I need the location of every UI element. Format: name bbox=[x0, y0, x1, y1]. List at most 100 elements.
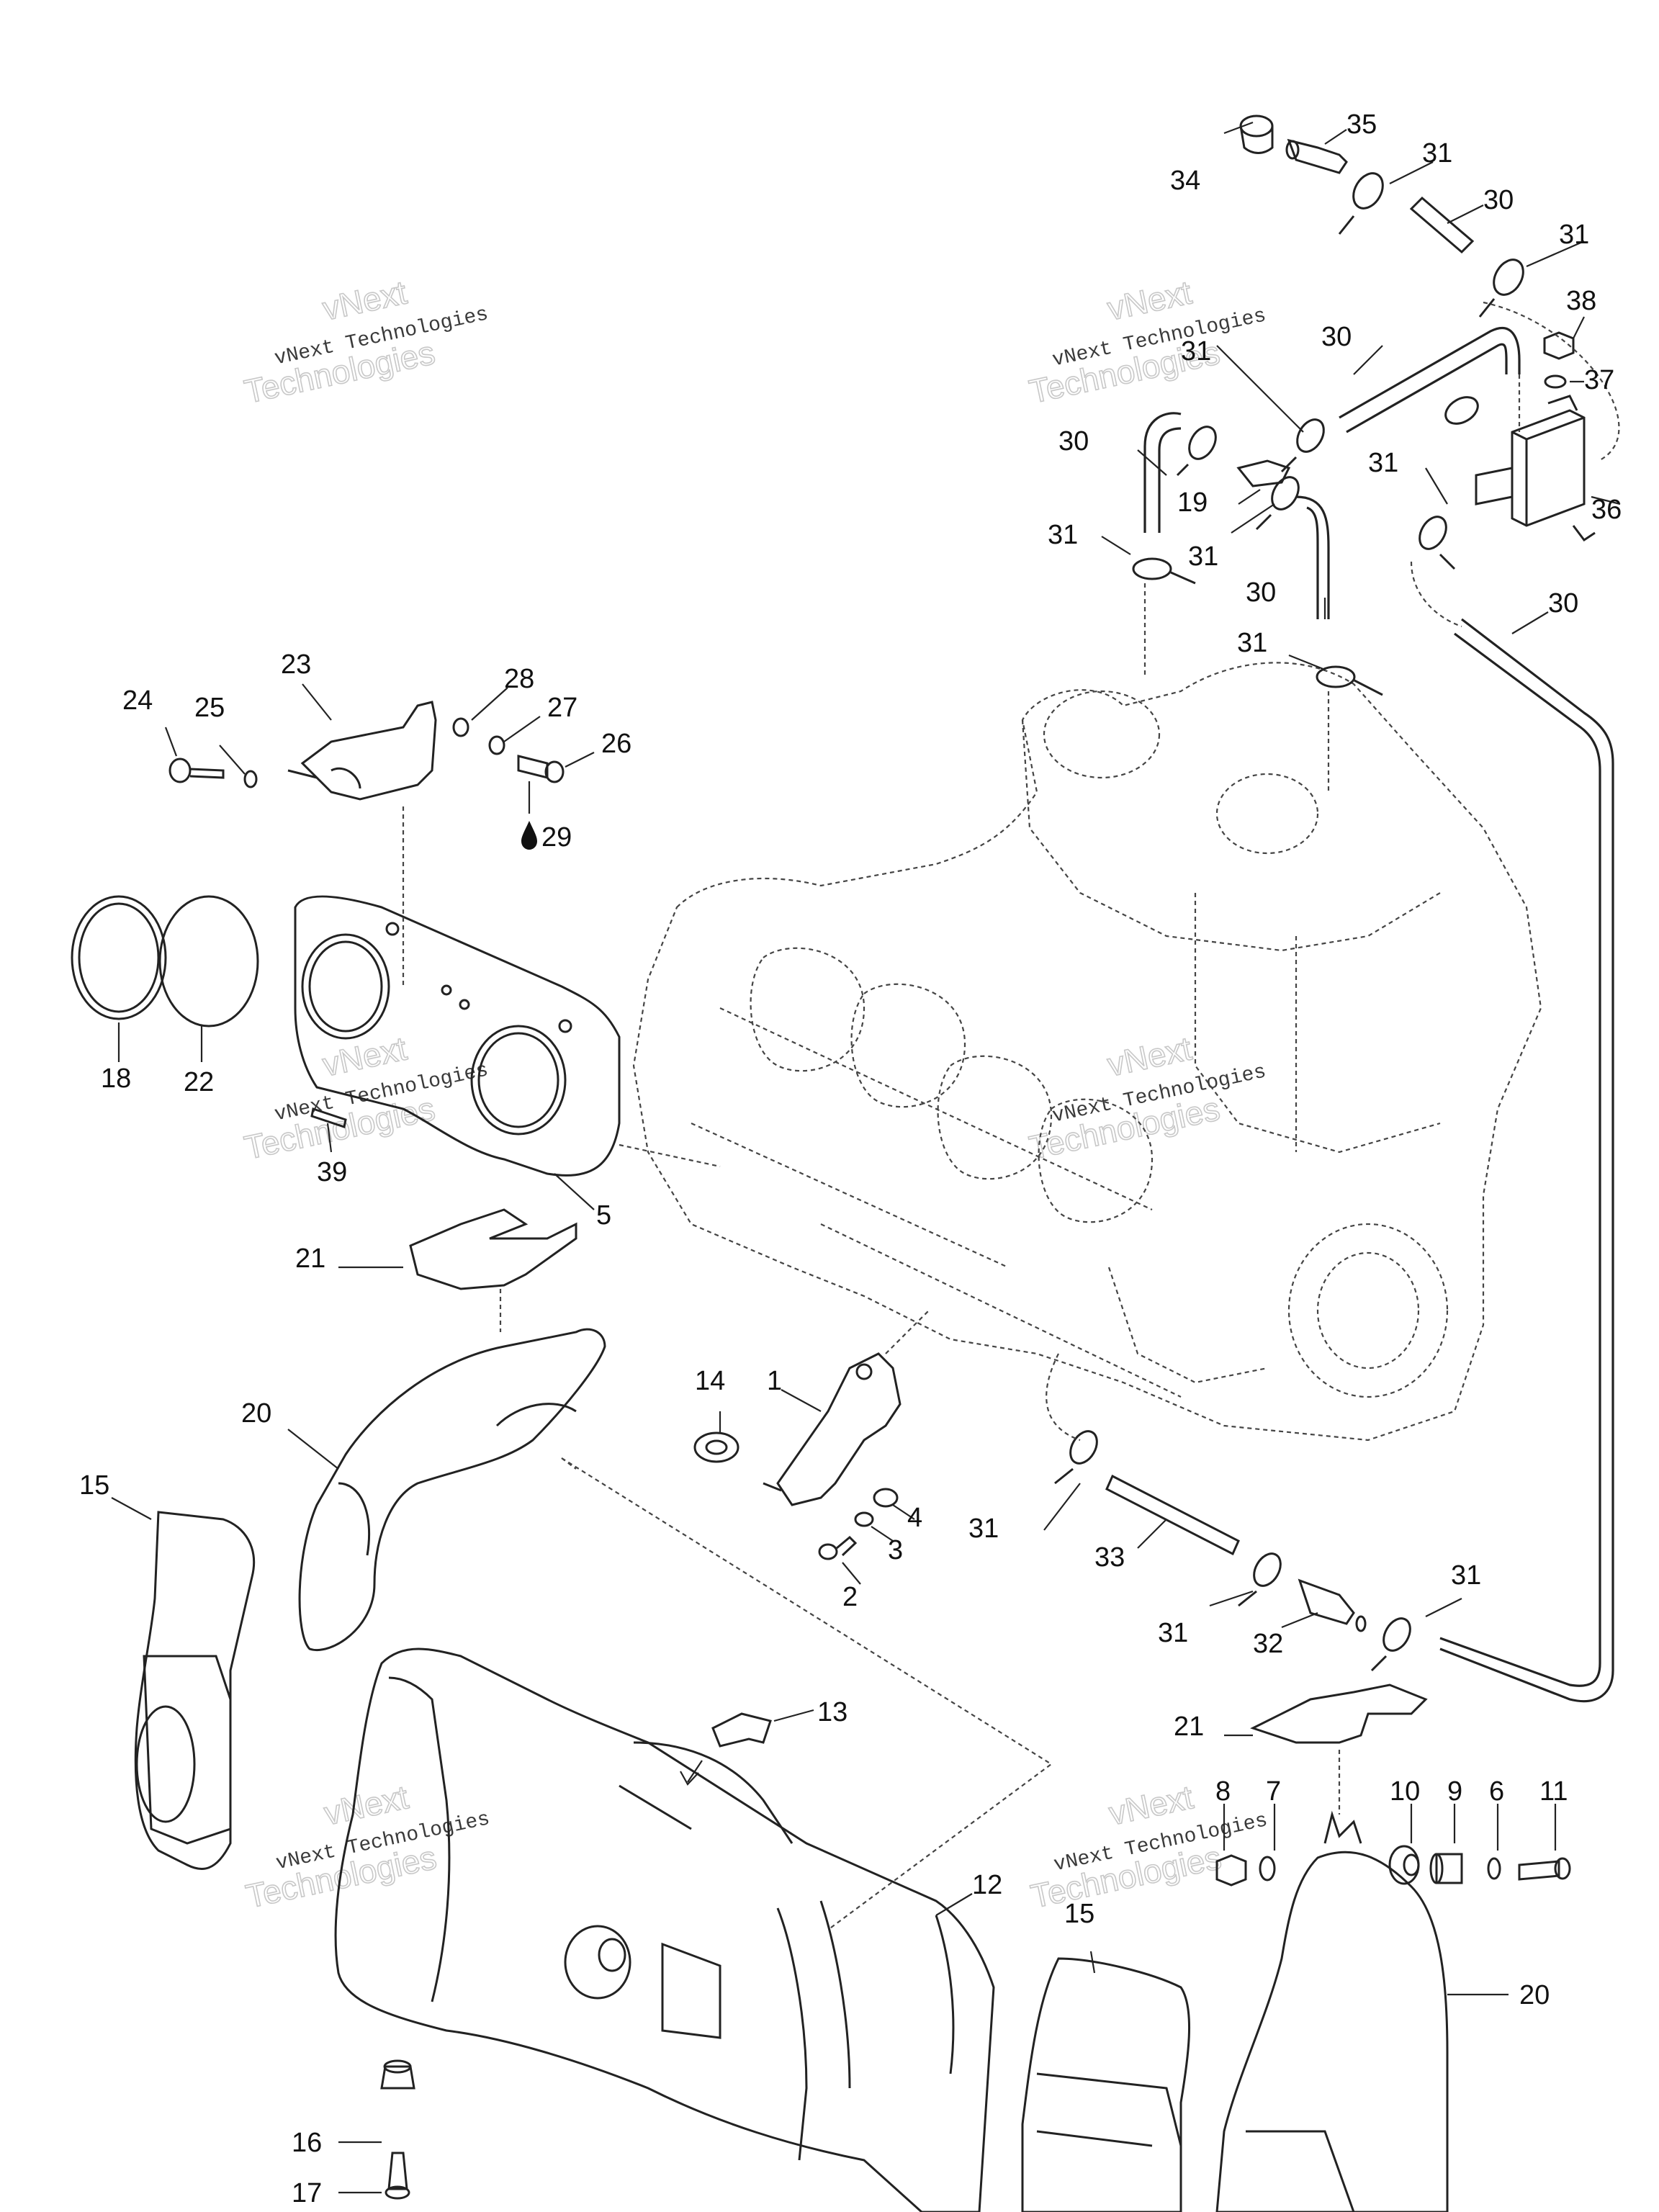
callout-24: 24 bbox=[122, 685, 153, 716]
leader-lines bbox=[111, 121, 1621, 2194]
washer-3 bbox=[854, 1511, 874, 1527]
intake-silencer-12 bbox=[334, 1647, 995, 2212]
clamp-31 bbox=[1255, 476, 1300, 531]
arrow-13 bbox=[680, 1760, 703, 1786]
callout-5: 5 bbox=[596, 1200, 611, 1231]
callout-20: 20 bbox=[241, 1398, 271, 1429]
hose-30-top bbox=[1409, 196, 1475, 254]
vent-hose-assembly bbox=[1132, 114, 1620, 1703]
hose-30-right bbox=[1295, 495, 1330, 619]
callout-30: 30 bbox=[1548, 588, 1578, 619]
callout-3: 3 bbox=[888, 1535, 903, 1565]
clamp-31 bbox=[1054, 1430, 1098, 1485]
callout-30: 30 bbox=[1483, 185, 1514, 215]
callout-32: 32 bbox=[1253, 1629, 1283, 1659]
connector-19 bbox=[1236, 459, 1291, 487]
callout-9: 9 bbox=[1447, 1776, 1462, 1807]
washer-7 bbox=[1259, 1856, 1276, 1881]
fitting-35 bbox=[1285, 138, 1348, 174]
connection-line bbox=[619, 1143, 721, 1168]
callout-18: 18 bbox=[101, 1064, 131, 1094]
watermark-top-right: vNext Technologies vNext Technologies bbox=[1025, 273, 1268, 411]
nut-38 bbox=[1543, 331, 1575, 360]
duct-15-right bbox=[1021, 1957, 1190, 2212]
ring-18 bbox=[71, 895, 167, 1020]
clamp-31 bbox=[1280, 418, 1325, 473]
fitting-16 bbox=[380, 2059, 415, 2090]
callout-31: 31 bbox=[968, 1514, 999, 1544]
callout-35: 35 bbox=[1346, 109, 1377, 140]
bolt-2 bbox=[818, 1535, 858, 1560]
callout-30: 30 bbox=[1058, 426, 1089, 457]
engine-outline bbox=[632, 662, 1542, 1442]
callout-1: 1 bbox=[767, 1366, 782, 1396]
callout-27: 27 bbox=[547, 693, 577, 723]
callout-15: 15 bbox=[79, 1470, 109, 1501]
watermark-bottom-right: vNext Technologies vNext Technologies bbox=[1027, 1777, 1269, 1915]
nut-8 bbox=[1215, 1854, 1247, 1887]
callout-15: 15 bbox=[1064, 1899, 1094, 1929]
clamp-31 bbox=[1316, 665, 1383, 696]
callout-4: 4 bbox=[907, 1503, 922, 1533]
callout-19: 19 bbox=[1177, 487, 1208, 518]
connection-line bbox=[1483, 301, 1620, 462]
callout-37: 37 bbox=[1584, 365, 1614, 395]
callout-36: 36 bbox=[1591, 495, 1622, 525]
hose-30-left bbox=[1143, 412, 1182, 533]
clamp-31 bbox=[1478, 258, 1524, 318]
callout-29: 29 bbox=[541, 822, 572, 853]
callout-30: 30 bbox=[1321, 322, 1352, 352]
washer-4 bbox=[873, 1488, 899, 1508]
fitting-32 bbox=[1298, 1578, 1367, 1632]
watermark-line1: vNext bbox=[319, 1029, 410, 1083]
bracket-23 bbox=[287, 701, 437, 801]
callout-25: 25 bbox=[194, 693, 225, 723]
bolt-26 bbox=[517, 755, 565, 783]
washer-28 bbox=[452, 717, 469, 737]
grommet-10 bbox=[1388, 1845, 1420, 1885]
connection-line bbox=[1410, 561, 1462, 628]
watermark-line1: vNext bbox=[319, 273, 410, 327]
clamp-31 bbox=[1176, 426, 1217, 477]
callout-31: 31 bbox=[1158, 1618, 1188, 1648]
duct-20-left bbox=[298, 1328, 606, 1651]
hose-30-upper bbox=[1339, 326, 1521, 433]
watermark-top-left: vNext Technologies vNext Technologies bbox=[240, 273, 490, 411]
fitting-17 bbox=[385, 2152, 410, 2200]
clip-13 bbox=[711, 1712, 772, 1748]
callout-26: 26 bbox=[601, 729, 631, 759]
callout-31: 31 bbox=[1188, 541, 1218, 572]
washer-37 bbox=[1544, 374, 1567, 389]
connection-line bbox=[561, 1457, 1053, 1930]
callout-39: 39 bbox=[317, 1157, 347, 1187]
clamp-31 bbox=[1444, 396, 1479, 425]
washer-27 bbox=[488, 735, 505, 755]
callout-31: 31 bbox=[1559, 220, 1589, 250]
watermark-line1: vNext bbox=[1105, 1778, 1196, 1832]
washer-25 bbox=[243, 770, 258, 788]
hose-30-long bbox=[1439, 618, 1614, 1703]
callout-38: 38 bbox=[1566, 286, 1596, 316]
connection-line bbox=[885, 1310, 930, 1354]
callout-30: 30 bbox=[1246, 577, 1276, 608]
ring-22 bbox=[158, 895, 259, 1028]
callout-12: 12 bbox=[972, 1870, 1002, 1900]
cap-34 bbox=[1239, 114, 1274, 154]
callout-7: 7 bbox=[1266, 1776, 1281, 1807]
spacer-9 bbox=[1429, 1853, 1463, 1884]
callout-11: 11 bbox=[1539, 1776, 1568, 1807]
gasket-21 bbox=[1250, 1683, 1428, 1744]
callout-8: 8 bbox=[1215, 1776, 1231, 1807]
callout-31: 31 bbox=[1422, 138, 1452, 168]
oil-drop-icon bbox=[521, 821, 537, 850]
callout-21: 21 bbox=[295, 1244, 325, 1274]
clamp-31 bbox=[1132, 557, 1196, 585]
clamp-31 bbox=[1419, 516, 1456, 570]
watermark-mid-right: vNext Technologies vNext Technologies bbox=[1025, 1029, 1268, 1167]
callout-21: 21 bbox=[1174, 1712, 1204, 1742]
grommet-14 bbox=[693, 1431, 739, 1463]
bolt-11 bbox=[1518, 1857, 1571, 1881]
duct-15-left bbox=[134, 1511, 256, 1870]
watermark-line1: vNext bbox=[1104, 273, 1195, 327]
